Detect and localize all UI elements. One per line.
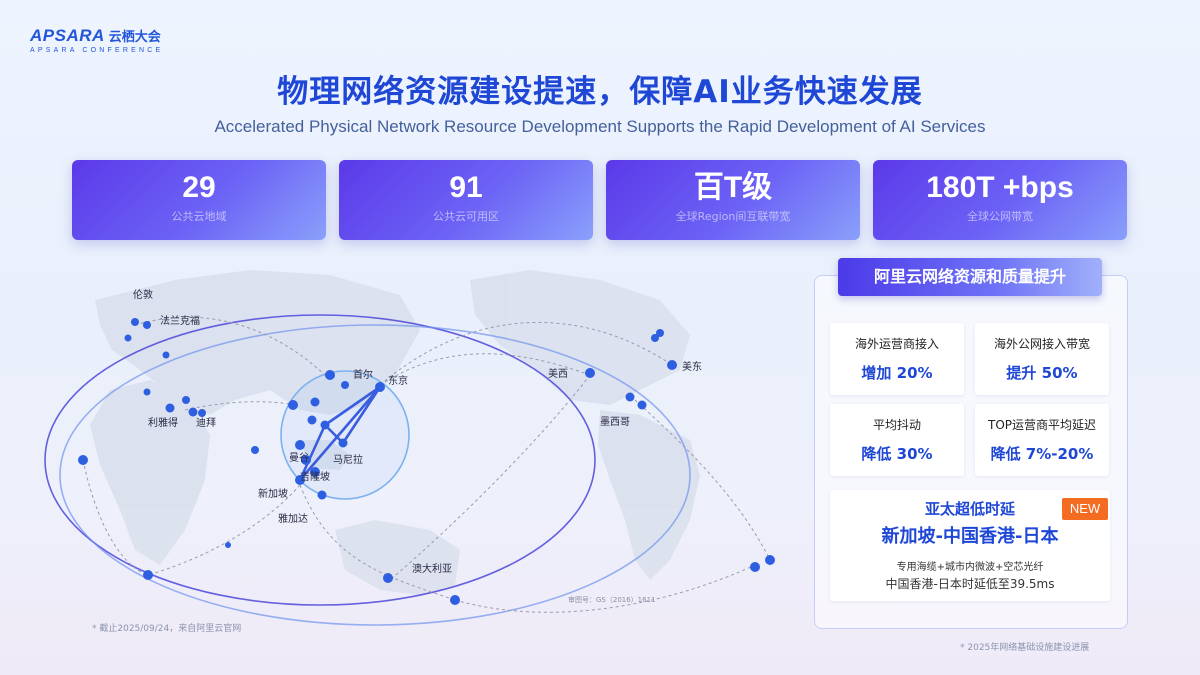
- stat-value: 91: [449, 171, 483, 204]
- new-badge: NEW: [1062, 498, 1108, 520]
- metric-value: 降低 7%-20%: [990, 445, 1094, 463]
- label-us-east: 美东: [682, 360, 702, 373]
- label-tokyo: 东京: [388, 374, 408, 387]
- map-approval-code: 审图号：GS（2016）1611: [568, 595, 656, 604]
- node-dots: [78, 318, 775, 605]
- stat-card-bandwidth: 180T +bps 全球公网带宽: [873, 160, 1127, 240]
- asia-pacific-routes: [298, 385, 382, 481]
- metric-value: 增加 20%: [861, 364, 933, 382]
- world-network-map: 伦敦 法兰克福 利雅得 迪拜 首尔 东京 马尼拉 曼谷 吉隆坡 新加坡 雅加达 …: [44, 270, 775, 626]
- label-us-west: 美西: [548, 367, 568, 380]
- highlight-note: 专用海缆+城市内微波+空芯光纤: [896, 562, 1044, 573]
- highlight-latency: 中国香港-日本时延低至39.5ms: [885, 577, 1055, 591]
- label-dubai: 迪拜: [196, 417, 216, 429]
- metric-label: 海外公网接入带宽: [993, 337, 1090, 351]
- highlight-route: 新加坡-中国香港-日本: [881, 526, 1059, 547]
- metric-jitter: 平均抖动 降低 30%: [830, 404, 964, 476]
- label-bangkok: 曼谷: [289, 452, 309, 464]
- label-kuala-lumpur: 吉隆坡: [300, 470, 330, 483]
- metric-value: 提升 50%: [1006, 364, 1078, 382]
- footnote-progress: * 2025年网络基础设施建设进展: [960, 643, 1090, 653]
- continent-shapes: [90, 270, 700, 595]
- page-title: 物理网络资源建设提速，保障AI业务快速发展: [277, 74, 923, 110]
- label-frankfurt: 法兰克福: [160, 314, 200, 327]
- stat-label: 全球Region间互联带宽: [675, 210, 791, 223]
- metric-latency: TOP运营商平均延迟 降低 7%-20%: [975, 404, 1109, 476]
- metric-label: 海外运营商接入: [854, 337, 939, 351]
- label-riyadh: 利雅得: [148, 416, 178, 429]
- logo-cn: 云栖大会: [108, 30, 161, 45]
- label-mexico: 墨西哥: [600, 416, 630, 428]
- dashed-routes: [82, 316, 771, 613]
- city-labels: 伦敦 法兰克福 利雅得 迪拜 首尔 东京 马尼拉 曼谷 吉隆坡 新加坡 雅加达 …: [133, 288, 702, 604]
- stat-value: 百T级: [693, 171, 773, 204]
- stat-value: 29: [182, 171, 216, 204]
- logo-mark: APSARA: [30, 26, 105, 45]
- page-subtitle: Accelerated Physical Network Resource De…: [214, 117, 986, 136]
- label-manila: 马尼拉: [333, 453, 363, 466]
- stat-label: 公共云地域: [171, 210, 227, 223]
- stat-card-zones: 91 公共云可用区: [339, 160, 593, 240]
- label-jakarta: 雅加达: [278, 512, 308, 525]
- stat-label: 公共云可用区: [433, 210, 499, 223]
- metric-label: 平均抖动: [872, 418, 921, 432]
- label-singapore: 新加坡: [258, 487, 288, 500]
- metric-public-bandwidth: 海外公网接入带宽 提升 50%: [975, 323, 1109, 395]
- logo-subtitle: APSARA CONFERENCE: [30, 47, 164, 54]
- stat-card-interconnect: 百T级 全球Region间互联带宽: [606, 160, 860, 240]
- footnote-source: * 截止2025/09/24，来自阿里云官网: [92, 624, 242, 634]
- metric-label: TOP运营商平均延迟: [987, 418, 1096, 432]
- highlight-title: 亚太超低时延: [924, 500, 1015, 518]
- metric-value: 降低 30%: [861, 445, 933, 463]
- stat-value: 180T +bps: [926, 171, 1074, 204]
- label-australia: 澳大利亚: [412, 562, 452, 575]
- stat-label: 全球公网带宽: [967, 210, 1033, 223]
- stat-card-regions: 29 公共云地域: [72, 160, 326, 240]
- metric-carrier-access: 海外运营商接入 增加 20%: [830, 323, 964, 395]
- label-seoul: 首尔: [353, 368, 373, 381]
- label-london: 伦敦: [133, 288, 153, 301]
- panel-title: 阿里云网络资源和质量提升: [838, 258, 1102, 296]
